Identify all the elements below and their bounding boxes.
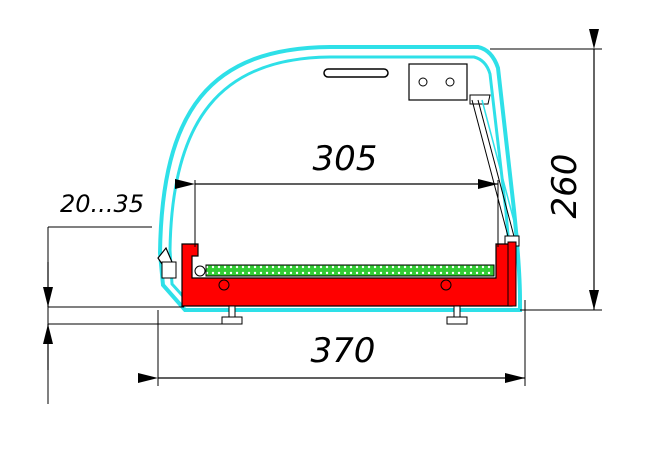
dimension-leg-adjust: 20...35 (43, 190, 144, 370)
foot-right (446, 305, 468, 325)
front-glass-panel (471, 99, 520, 247)
dimension-305: 305 (175, 139, 498, 189)
dimension-260: 260 (545, 29, 599, 310)
hinge-block (408, 63, 491, 105)
tray-body (181, 243, 513, 307)
foot-left (221, 305, 243, 325)
dimension-leg-adjust-label: 20...35 (60, 190, 144, 218)
right-post (507, 241, 517, 307)
tray-fastener-right (440, 279, 452, 291)
dimension-370-label: 370 (311, 331, 376, 371)
dimension-260-label: 260 (545, 154, 585, 219)
lamp (323, 68, 389, 78)
product-surface (205, 264, 495, 277)
tray-fastener-left (218, 279, 230, 291)
extension-lines (47, 48, 602, 404)
dimension-370: 370 (138, 331, 525, 383)
dimension-305-label: 305 (313, 139, 378, 179)
roller (194, 265, 206, 277)
left-hinge (157, 246, 177, 279)
